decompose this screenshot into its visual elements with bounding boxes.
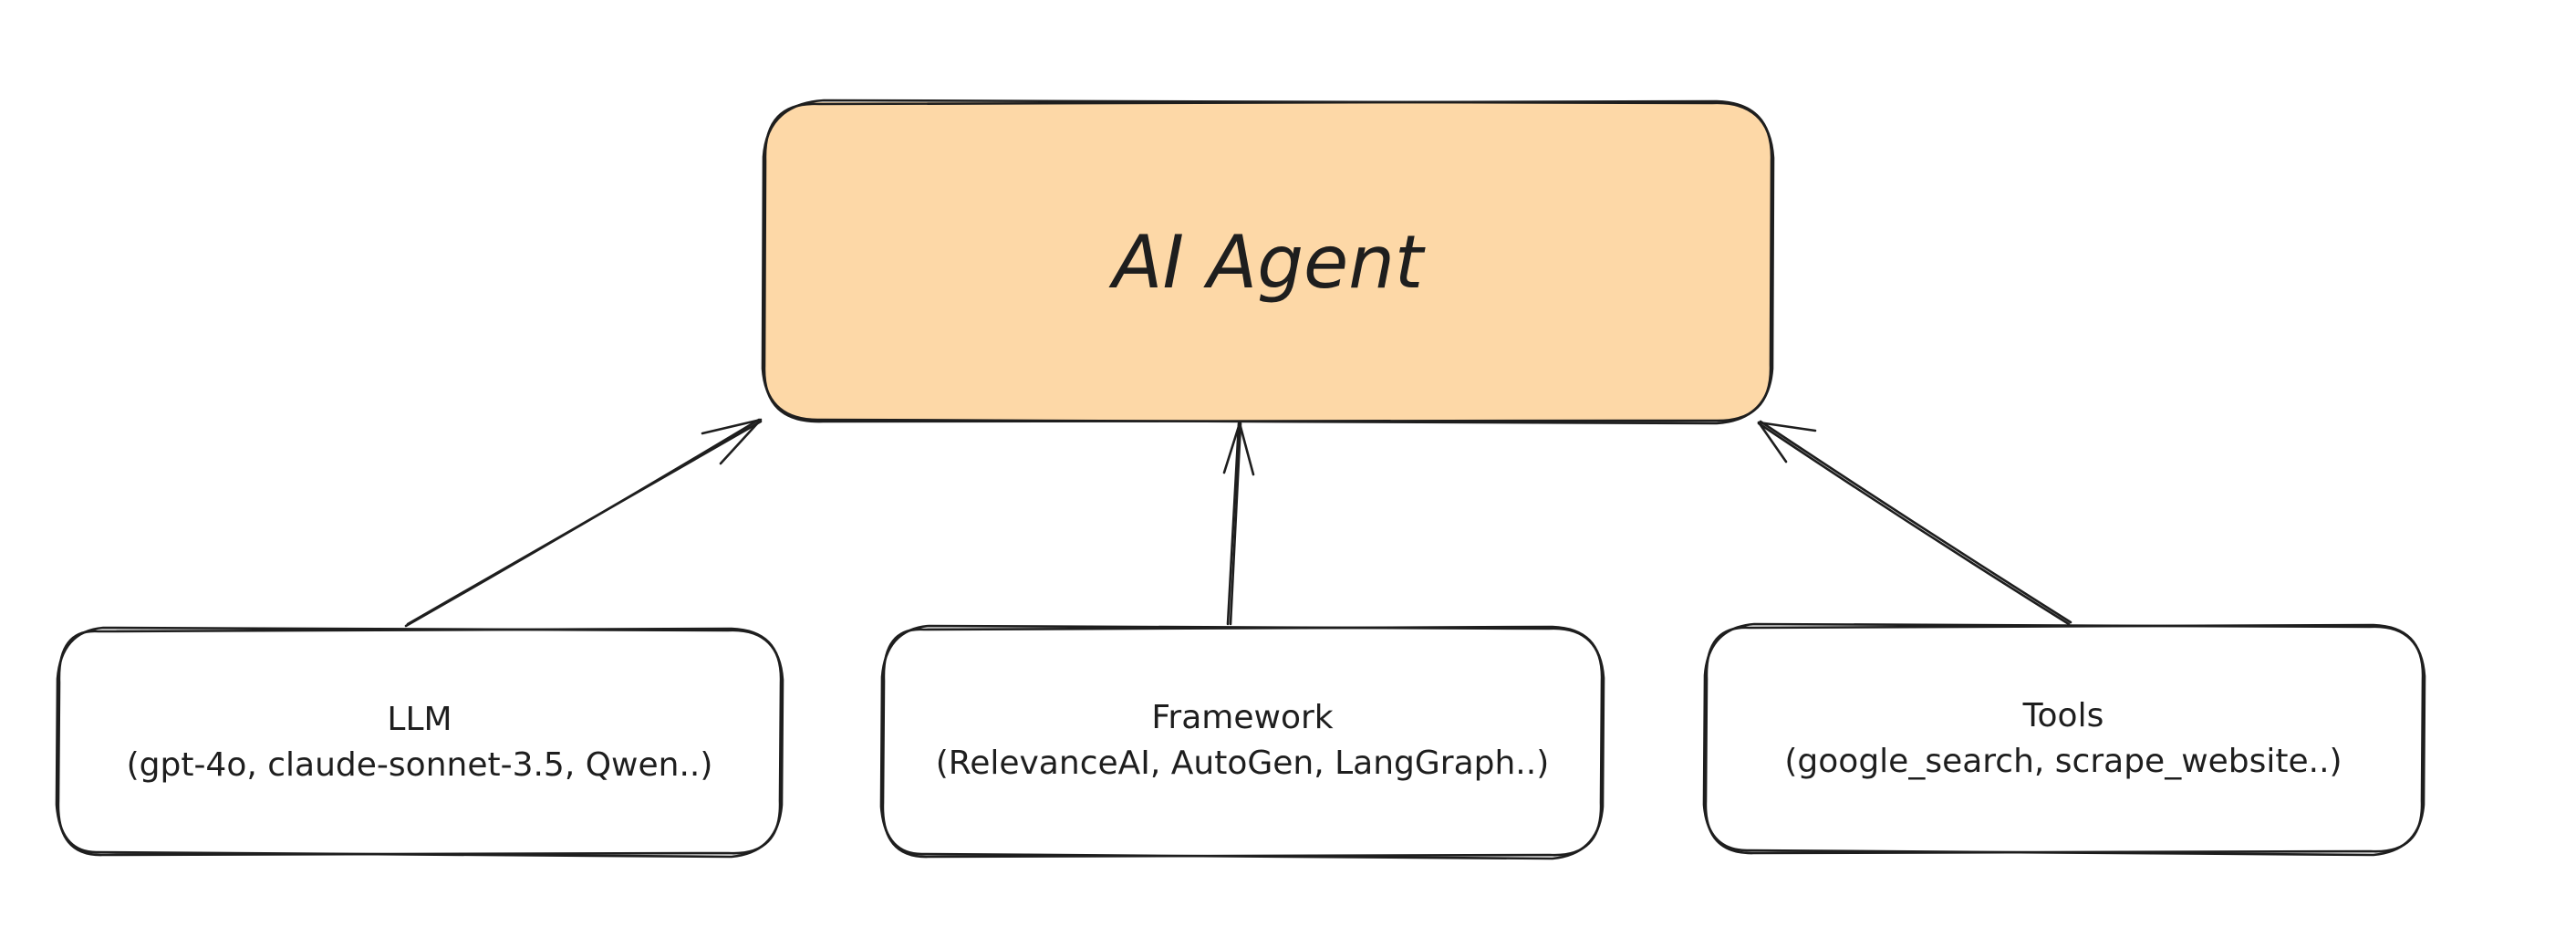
framework-node[interactable]: Framework (RelevanceAI, AutoGen, LangGra… (879, 624, 1605, 860)
llm-title: LLM (387, 701, 452, 738)
llm-node[interactable]: LLM (gpt-4o, claude-sonnet-3.5, Qwen..) (55, 626, 784, 859)
framework-title: Framework (1151, 699, 1333, 736)
ai-agent-node[interactable]: AI Agent (761, 99, 1775, 425)
ai-agent-label: AI Agent (1108, 220, 1426, 305)
tools-node[interactable]: Tools (google_search, scrape_website..) (1702, 622, 2426, 857)
arrow-tools-to-agent (1757, 420, 2072, 626)
framework-detail: (RelevanceAI, AutoGen, LangGraph..) (936, 745, 1549, 782)
tools-detail: (google_search, scrape_website..) (1784, 743, 2342, 780)
arrow-llm-to-agent (404, 418, 763, 628)
arrow-framework-to-agent (1222, 422, 1255, 626)
llm-detail: (gpt-4o, claude-sonnet-3.5, Qwen..) (127, 746, 713, 784)
tools-title: Tools (2022, 697, 2104, 734)
